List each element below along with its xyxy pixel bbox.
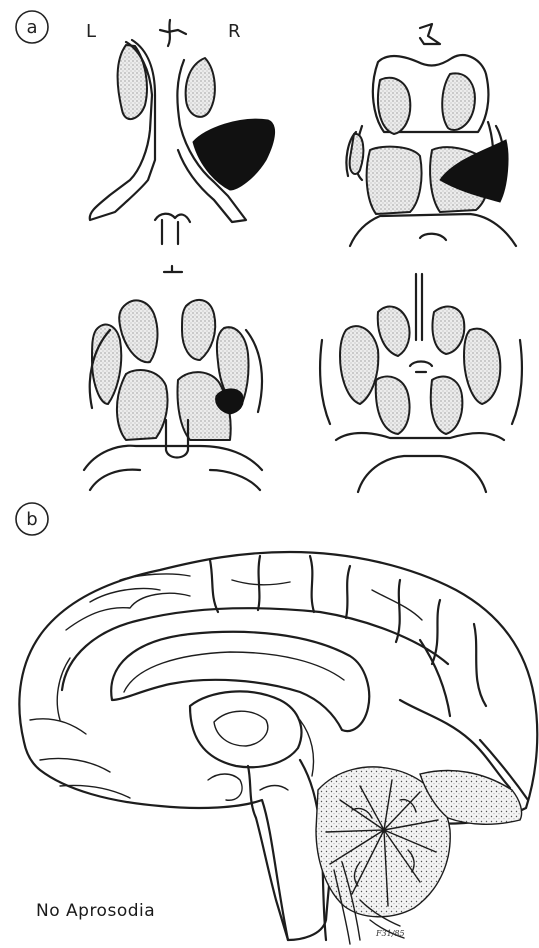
artist-signature: F31/85 xyxy=(375,929,405,938)
panel-b: b xyxy=(16,503,537,944)
lesion-slice-1 xyxy=(193,119,275,190)
panel-b-label: b xyxy=(26,509,37,530)
panel-a: a L R xyxy=(16,11,522,492)
brain-sagittal xyxy=(19,552,537,944)
axial-slice-4 xyxy=(320,274,522,492)
panel-a-label: a xyxy=(26,17,37,38)
right-side-label: R xyxy=(228,21,241,42)
axial-slice-3 xyxy=(84,266,262,490)
caption: No Aprosodia xyxy=(36,901,155,921)
axial-slice-1 xyxy=(90,20,275,244)
left-side-label: L xyxy=(86,21,96,42)
axial-slice-2 xyxy=(346,24,516,246)
